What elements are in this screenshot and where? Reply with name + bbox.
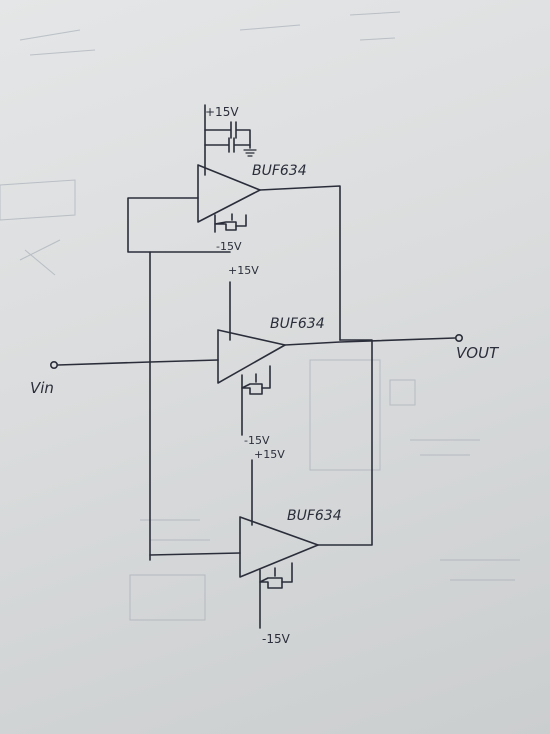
buffer-2-part-label: BUF634 (270, 316, 325, 332)
input-label: Vin (30, 379, 54, 397)
buffer-1-supply-pos: +15V (205, 105, 239, 119)
input-terminal (49, 360, 58, 369)
buffer-1 (197, 104, 261, 233)
buffer-2 (217, 281, 286, 436)
buffer-2-supply-neg: -15V (244, 434, 270, 447)
wire-buffer-2-output (284, 337, 456, 346)
buffer-3-part-label: BUF634 (287, 508, 342, 524)
buffer-3-supply-neg: -15V (262, 632, 291, 646)
buffer-3-supply-pos: +15V (254, 448, 285, 461)
buffer-3-triangle (239, 516, 319, 578)
wire-input (57, 359, 219, 366)
buffer-1-triangle (197, 164, 261, 223)
buffer-1-part-label: BUF634 (252, 163, 307, 179)
output-label: VOUT (456, 344, 500, 362)
output-terminal (454, 333, 463, 342)
wire-buffer-3-input (149, 552, 241, 556)
wire-right-rail (317, 339, 373, 546)
buffer-3 (239, 459, 319, 629)
buffer-2-triangle (217, 329, 286, 384)
buffer-1-supply-neg: -15V (216, 240, 242, 253)
show-through-marks (0, 11, 520, 621)
wire-buffer-1-output (259, 185, 341, 341)
wire-buffer-1-feedback (127, 197, 231, 253)
buffer-2-supply-pos: +15V (228, 264, 259, 277)
